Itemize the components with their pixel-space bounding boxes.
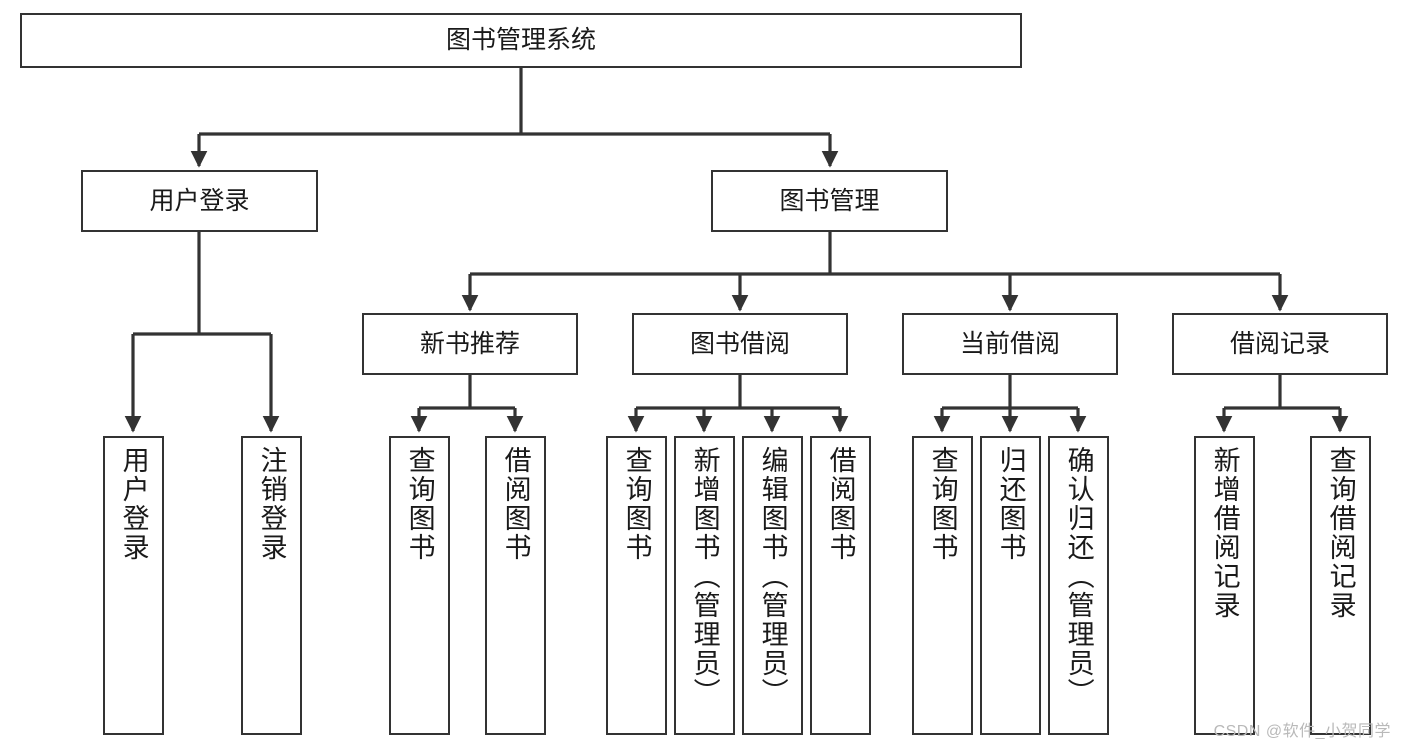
node-label: 归还图书 xyxy=(995,446,1026,562)
node-book-borrow[interactable]: 图书借阅 xyxy=(632,313,848,375)
node-leaf-query-book-2[interactable]: 查询图书 xyxy=(606,436,667,735)
node-label: 新增图书（管理员） xyxy=(689,446,720,707)
node-leaf-borrow-book-2[interactable]: 借阅图书 xyxy=(810,436,871,735)
node-label: 图书借阅 xyxy=(689,329,790,358)
node-label: 当前借阅 xyxy=(959,329,1060,358)
node-label: 图书管理系统 xyxy=(445,26,596,55)
node-leaf-query-book-3[interactable]: 查询图书 xyxy=(912,436,973,735)
node-label: 查询图书 xyxy=(621,446,652,562)
node-label: 借阅图书 xyxy=(500,446,531,562)
node-borrow-record[interactable]: 借阅记录 xyxy=(1172,313,1388,375)
csdn-watermark: CSDN @软件_小贺同学 xyxy=(1213,723,1391,740)
node-label: 新增借阅记录 xyxy=(1209,446,1240,620)
node-current-borrow[interactable]: 当前借阅 xyxy=(902,313,1118,375)
node-leaf-borrow-book-1[interactable]: 借阅图书 xyxy=(485,436,546,735)
node-label: 图书管理 xyxy=(779,186,880,215)
node-label: 借阅记录 xyxy=(1229,329,1330,358)
node-label: 借阅图书 xyxy=(825,446,856,562)
node-leaf-add-record[interactable]: 新增借阅记录 xyxy=(1194,436,1255,735)
node-leaf-query-record[interactable]: 查询借阅记录 xyxy=(1310,436,1371,735)
node-leaf-edit-book[interactable]: 编辑图书（管理员） xyxy=(742,436,803,735)
node-user-login[interactable]: 用户登录 xyxy=(81,170,318,232)
node-leaf-return-book[interactable]: 归还图书 xyxy=(980,436,1041,735)
node-leaf-logout-login[interactable]: 注销登录 xyxy=(241,436,302,735)
node-new-book-recommend[interactable]: 新书推荐 xyxy=(362,313,578,375)
node-leaf-query-book-1[interactable]: 查询图书 xyxy=(389,436,450,735)
node-root-book-management-system[interactable]: 图书管理系统 xyxy=(20,13,1022,68)
node-label: 查询借阅记录 xyxy=(1325,446,1356,620)
node-label: 确认归还（管理员） xyxy=(1063,446,1094,707)
node-label: 注销登录 xyxy=(256,446,287,562)
node-label: 用户登录 xyxy=(149,186,250,215)
node-label: 用户登录 xyxy=(118,446,149,562)
node-label: 编辑图书（管理员） xyxy=(757,446,788,707)
node-leaf-confirm-return[interactable]: 确认归还（管理员） xyxy=(1048,436,1109,735)
node-label: 查询图书 xyxy=(927,446,958,562)
node-book-management[interactable]: 图书管理 xyxy=(711,170,948,232)
node-label: 查询图书 xyxy=(404,446,435,562)
node-label: 新书推荐 xyxy=(419,329,520,358)
node-leaf-user-login[interactable]: 用户登录 xyxy=(103,436,164,735)
node-leaf-add-book[interactable]: 新增图书（管理员） xyxy=(674,436,735,735)
